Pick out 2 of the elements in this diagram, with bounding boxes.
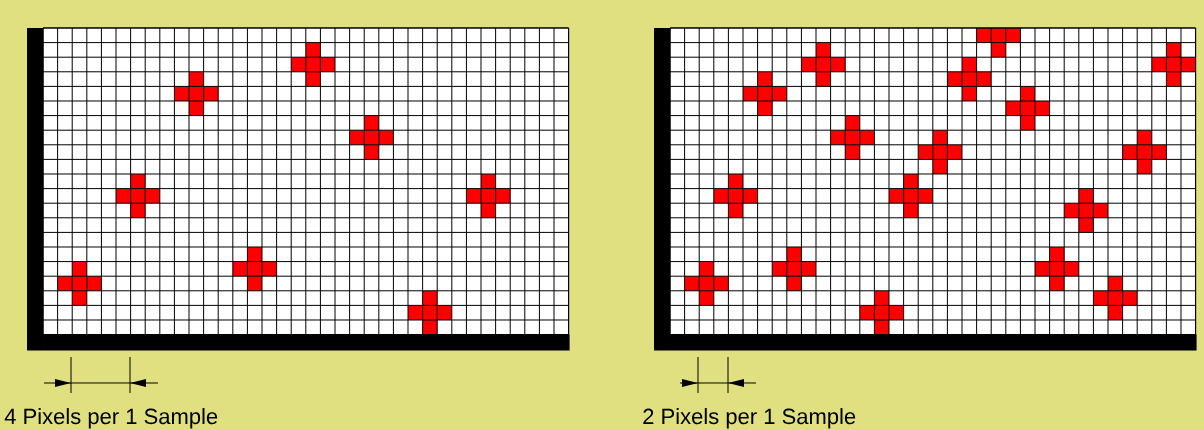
caption-text: 4 Pixels per 1 Sample [4,408,218,429]
caption-text: 2 Pixels per 1 Sample [643,408,856,429]
